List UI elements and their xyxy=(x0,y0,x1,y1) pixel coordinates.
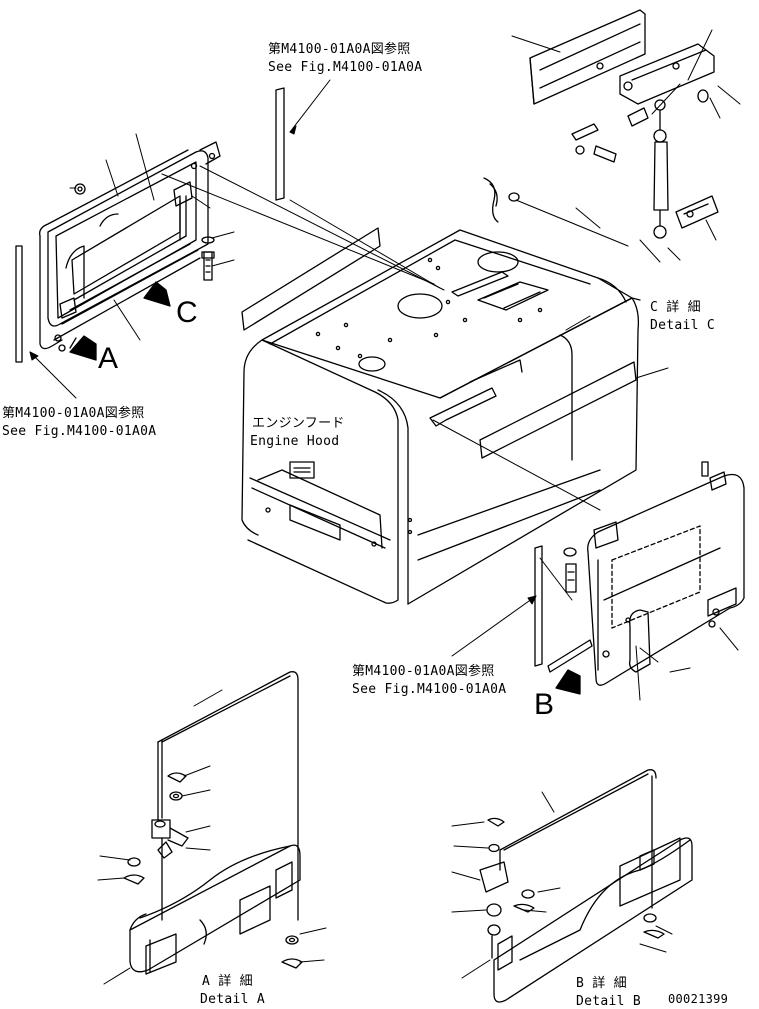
reference-top-en: See Fig.M4100-01A0A xyxy=(268,60,423,75)
seal-strips xyxy=(16,88,636,672)
right-door-assembly xyxy=(564,462,744,685)
detail-b-parts xyxy=(480,770,692,1002)
reference-bottom-jp: 第M4100-01A0A図参照 xyxy=(352,664,495,679)
reference-bottom-en: See Fig.M4100-01A0A xyxy=(352,682,507,697)
reference-left-en: See Fig.M4100-01A0A xyxy=(2,424,157,439)
detail-c-jp: C 詳 細 xyxy=(650,300,701,315)
reference-top-jp: 第M4100-01A0A図参照 xyxy=(268,42,411,57)
view-letter-b: B xyxy=(534,688,555,721)
view-letter-a: A xyxy=(98,342,119,375)
detail-a-jp: A 詳 細 xyxy=(202,974,253,989)
drawing-number: 00021399 xyxy=(668,992,729,1006)
left-door-assembly xyxy=(40,142,220,351)
view-arrows xyxy=(70,282,580,694)
engine-hood-jp: エンジンフード xyxy=(252,416,345,431)
view-letter-c: C xyxy=(176,296,198,329)
detail-b-jp: B 詳 細 xyxy=(576,976,627,991)
reference-left-jp: 第M4100-01A0A図参照 xyxy=(2,406,145,421)
detail-a-en: Detail A xyxy=(200,992,266,1007)
detail-b-en: Detail B xyxy=(576,994,642,1009)
engine-hood xyxy=(242,230,640,604)
detail-c-en: Detail C xyxy=(650,318,716,333)
detail-c-parts xyxy=(484,10,718,238)
detail-a-parts xyxy=(124,672,302,974)
leader-lines xyxy=(30,30,740,984)
engine-hood-en: Engine Hood xyxy=(250,434,340,449)
